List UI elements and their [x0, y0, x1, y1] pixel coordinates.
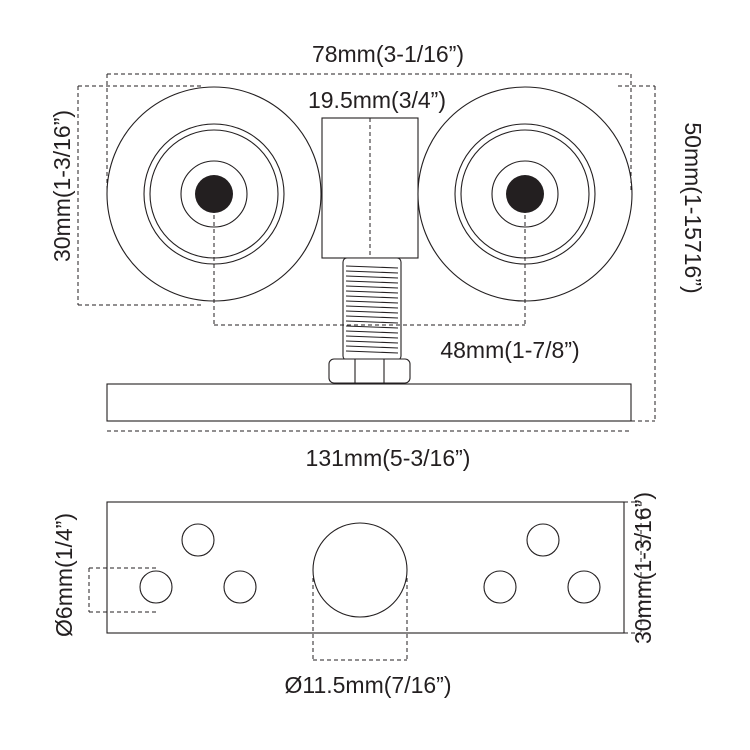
mounting-hole: [483, 570, 517, 604]
label-center-hole-11-5mm: Ø11.5mm(7/16”): [284, 672, 451, 698]
bolt-thread: [345, 270, 399, 274]
mounting-hole: [223, 570, 257, 604]
plate-dimension-lines: [88, 501, 642, 661]
bolt-thread: [345, 295, 399, 299]
label-height-30mm-left: 30mm(1-3/16”): [49, 110, 75, 262]
threaded-bolt: [342, 257, 402, 361]
label-height-50mm: 50mm(1-15716”): [680, 122, 706, 293]
hex-nut: [328, 358, 411, 384]
bolt-thread: [345, 300, 399, 304]
bolt-thread: [345, 315, 399, 319]
bolt-thread: [345, 335, 399, 339]
label-length-131mm: 131mm(5-3/16”): [306, 445, 471, 471]
roller-assembly-side-view: 78mm(3-1/16”) 19.5mm(3/4”) 30mm(1-3/16”)…: [49, 41, 706, 471]
label-wheel-centers-48mm: 48mm(1-7/8”): [440, 337, 579, 363]
mounting-hole: [567, 570, 601, 604]
mounting-hole: [526, 523, 560, 557]
bolt-thread: [345, 350, 399, 354]
bolt-thread: [345, 265, 399, 269]
bolt-thread: [345, 280, 399, 284]
label-plate-width-30mm: 30mm(1-3/16”): [630, 492, 656, 644]
label-hole-6mm: Ø6mm(1/4”): [51, 513, 77, 637]
top-dimension-lines: [77, 73, 656, 432]
bolt-thread: [345, 340, 399, 344]
bolt-thread: [345, 310, 399, 314]
bolt-thread: [345, 325, 399, 329]
bolt-thread: [345, 330, 399, 334]
bolt-thread: [345, 290, 399, 294]
label-width-78mm: 78mm(3-1/16”): [312, 41, 464, 67]
bolt-thread: [345, 320, 399, 324]
base-plate-side: [106, 383, 632, 422]
center-bolt-hole: [312, 522, 408, 618]
bolt-thread: [345, 305, 399, 309]
label-center-19-5mm: 19.5mm(3/4”): [308, 87, 446, 113]
mounting-hole: [181, 523, 215, 557]
bolt-thread: [345, 345, 399, 349]
bolt-thread: [345, 285, 399, 289]
bolt-thread: [345, 275, 399, 279]
mounting-hole: [139, 570, 173, 604]
mounting-plate-top-view: Ø6mm(1/4”) 30mm(1-3/16”) Ø11.5mm(7/16”): [51, 492, 656, 698]
